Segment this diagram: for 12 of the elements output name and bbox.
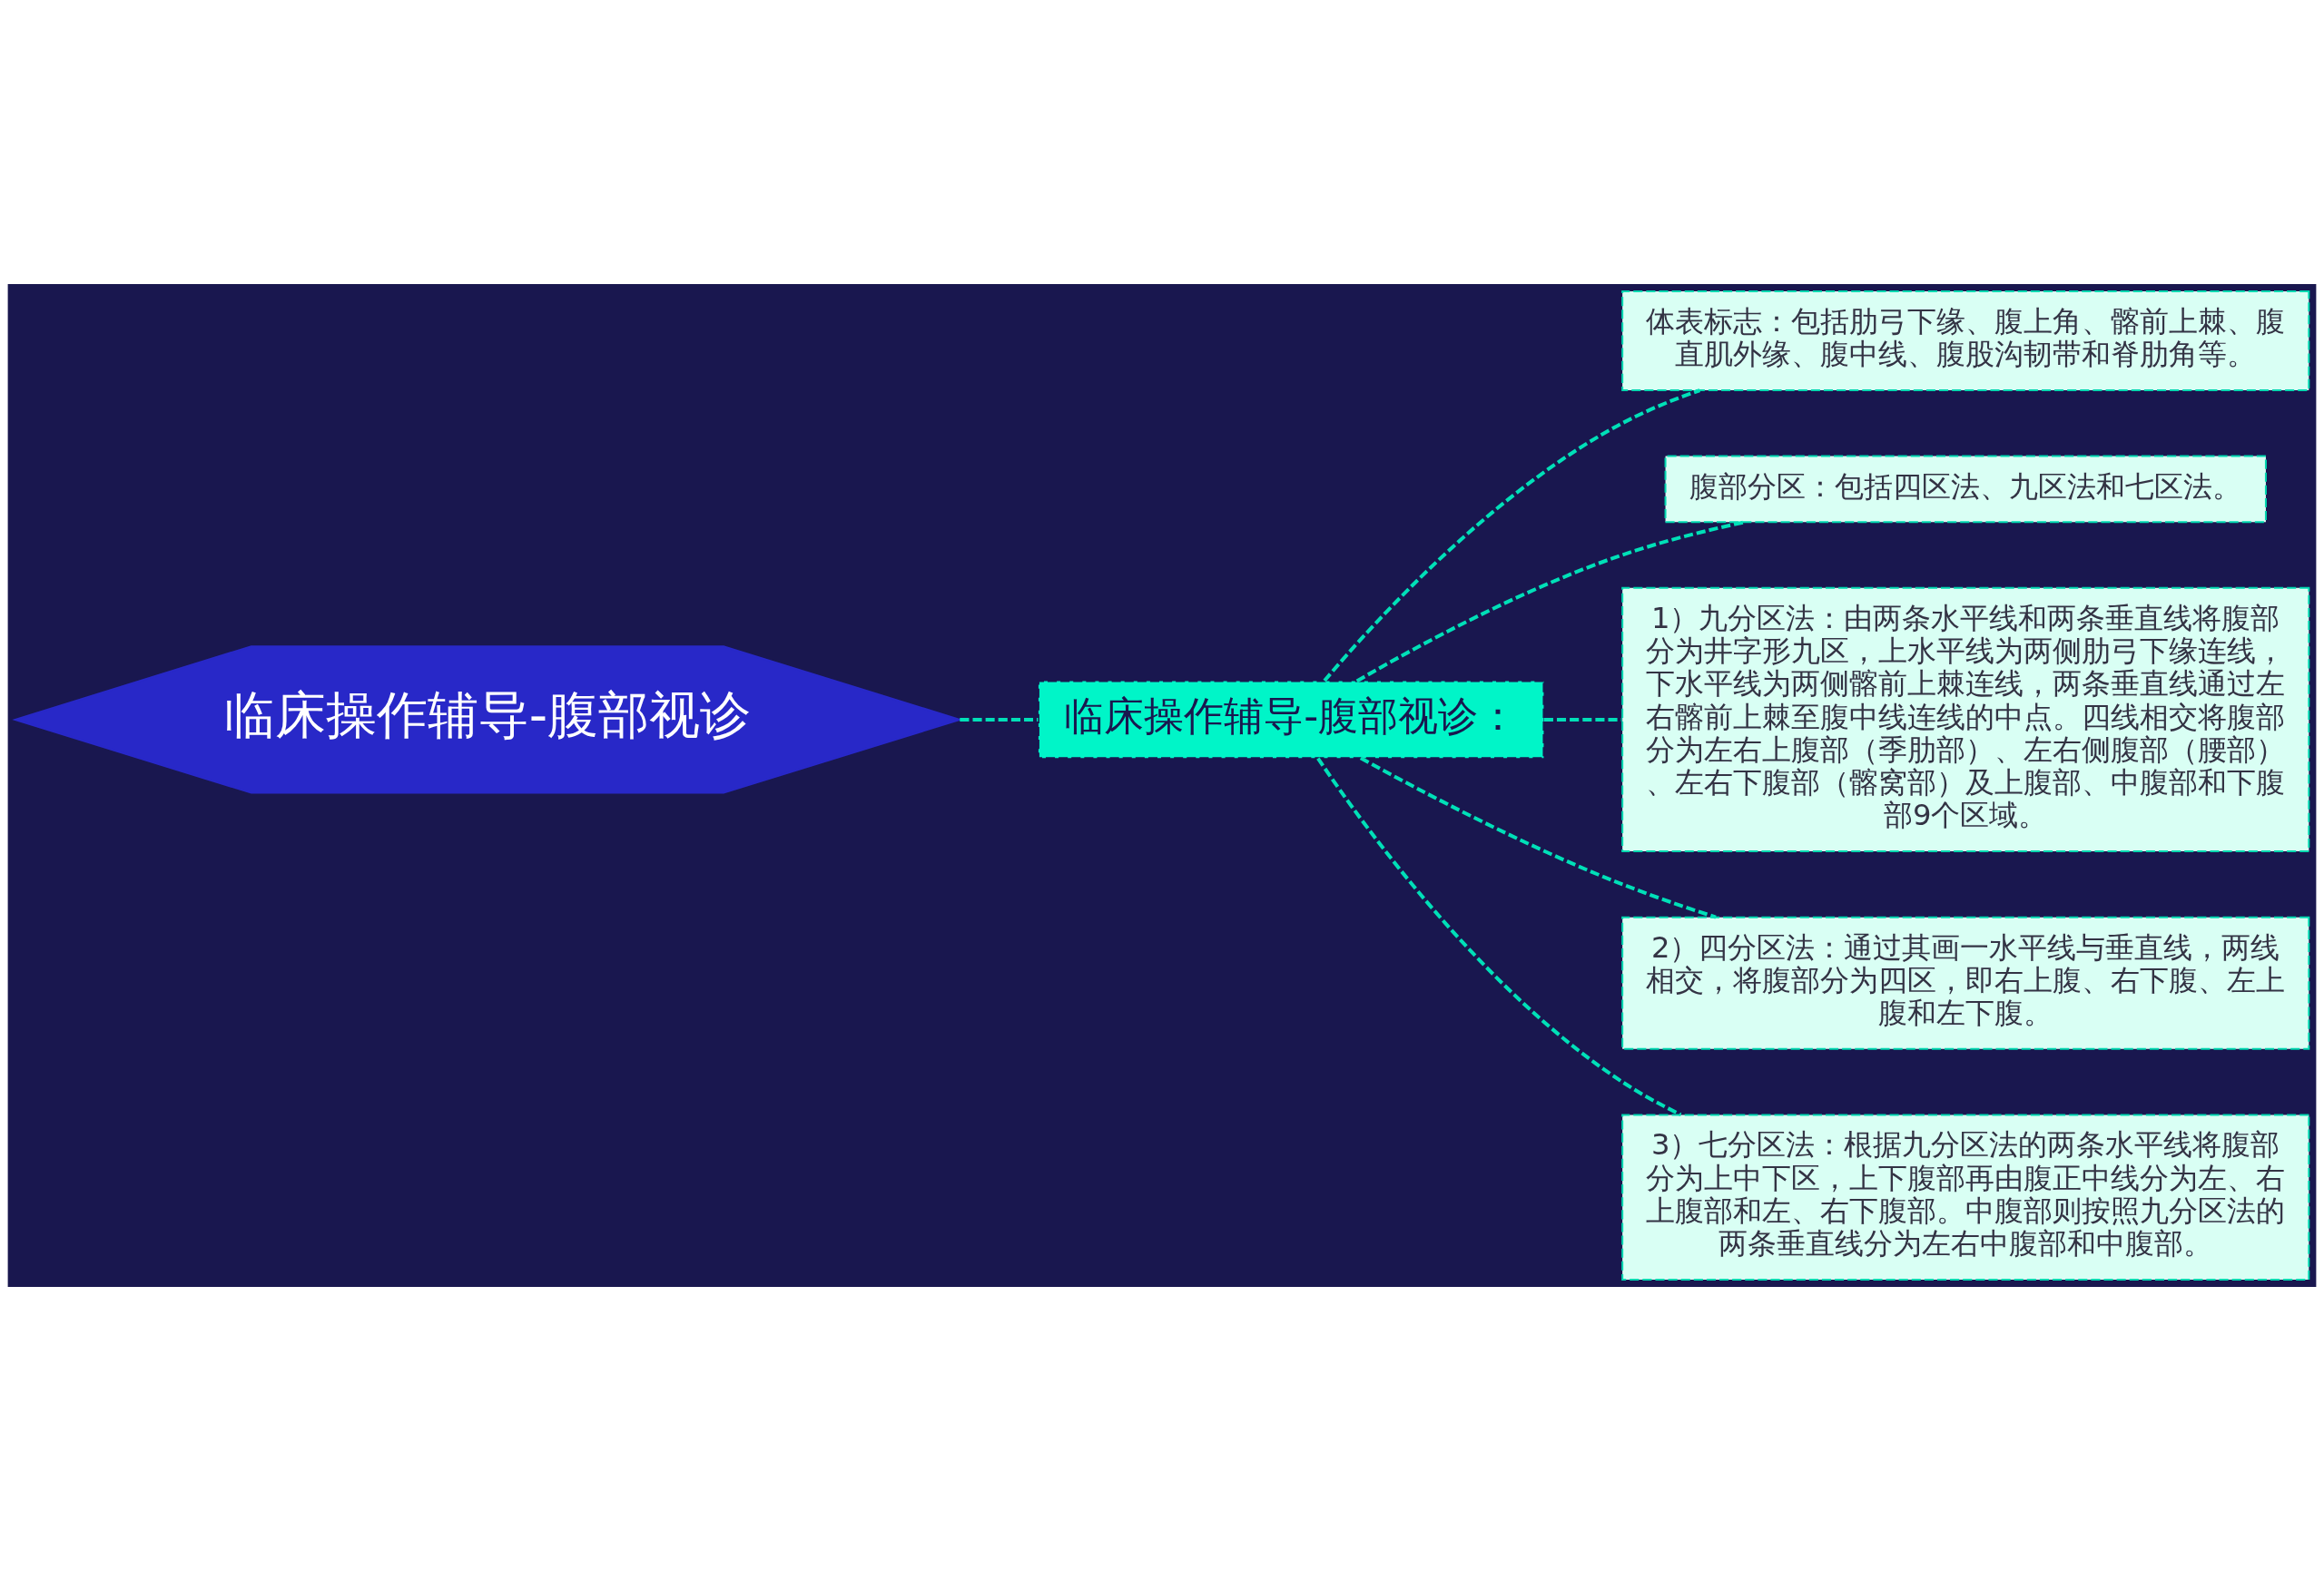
connector — [1323, 388, 1701, 682]
node-box: 临床操作辅导-腹部视诊： — [1037, 680, 1545, 760]
connector — [960, 717, 1039, 722]
connector — [1355, 520, 1746, 683]
node-box: 3）七分区法：根据九分区法的两条水平线将腹部分为上中下区，上下腹部再由腹正中线分为左、右上腹部和左、右下腹部。中腹部则按照九分区法的两条垂直线分为左右中腹部和中腹部。 — [1621, 1114, 2310, 1281]
connector — [1316, 757, 1682, 1116]
connector — [1359, 756, 1717, 919]
node-box: 1）九分区法：由两条水平线和两条垂直线将腹部分为井字形九区，上水平线为两侧肋弓下缘连线，下水平线为两侧髂前上棘连线，两条垂直线通过左右髂前上棘至腹中线连线的中点。四线相交将腹部分为左右上腹部（季肋部）、左右侧腹部（腰部）、左右下腹部（髂窝部）及上腹部、中腹部和下腹部9个区域。 — [1621, 586, 2310, 853]
node-box: 腹部分区：包括四区法、九区法和七区法。 — [1664, 455, 2267, 524]
node-box: 体表标志：包括肋弓下缘、腹上角、髂前上棘、腹直肌外缘、腹中线、腹股沟韧带和脊肋角等。 — [1621, 290, 2310, 391]
connector — [1543, 717, 1622, 722]
node-box: 2）四分区法：通过其画一水平线与垂直线，两线相交，将腹部分为四区，即右上腹、右下腹、左上腹和左下腹。 — [1621, 916, 2310, 1050]
